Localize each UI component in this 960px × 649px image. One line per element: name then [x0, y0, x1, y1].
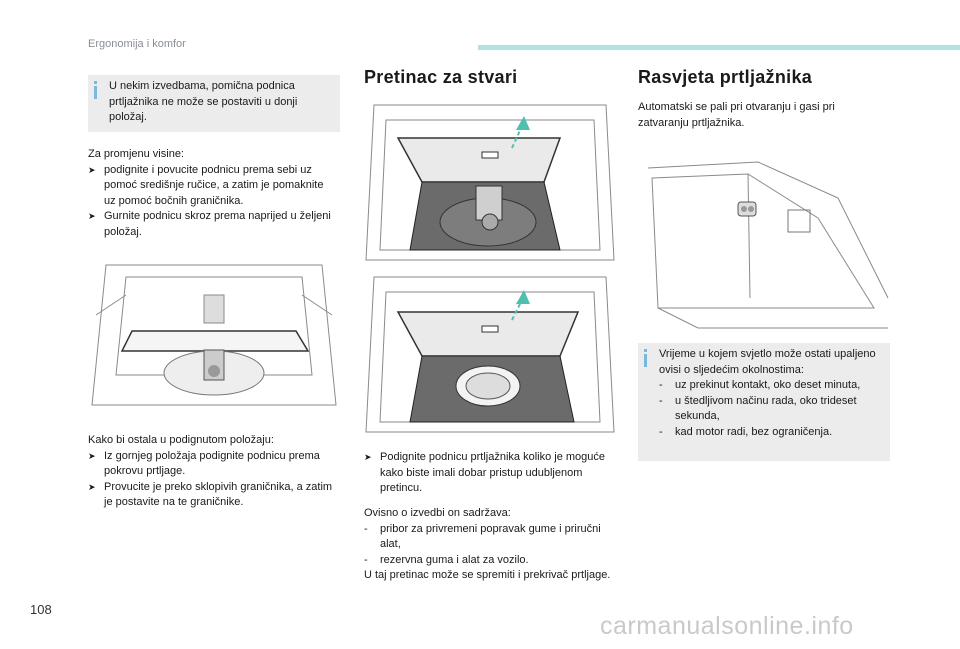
note-text: U nekim izvedbama, pomična podnica prtlj… [109, 80, 298, 123]
section-title: Ergonomija i komfor [88, 38, 186, 50]
storage-compartment-illustration-2 [364, 272, 616, 437]
lighting-title: Rasvjeta prtljažnika [638, 67, 813, 87]
storage-title: Pretinac za stvari [364, 67, 518, 87]
note-box: U nekim izvedbama, pomična podnica prtlj… [88, 75, 340, 132]
note-intro: Vrijeme u kojem svjetlo može ostati upal… [659, 348, 876, 376]
arrow-bullet-icon: ➤ [88, 481, 96, 492]
arrow-bullet-icon: ➤ [364, 452, 372, 462]
list-item: ➤ Gurnite podnicu skroz prema naprijed u… [88, 210, 331, 238]
note-box: Vrijeme u kojem svjetlo može ostati upal… [638, 343, 890, 461]
arrow-bullet-icon: ➤ [88, 164, 96, 175]
section-accent-bar [478, 45, 960, 50]
trunk-lighting-illustration [638, 158, 890, 333]
list-item: -rezervna guma i alat za vozilo. [364, 553, 529, 566]
list-item: ➤ Iz gornjeg položaja podignite podnicu … [88, 449, 320, 478]
height-intro: Za promjenu visine: [88, 148, 184, 160]
storage-compartment-illustration-1 [364, 100, 616, 265]
list-item: ➤ Provucite je preko sklopivih graničnik… [88, 480, 333, 509]
arrow-bullet-icon: ➤ [88, 450, 96, 461]
list-item: ➤ podignite i povucite podnicu prema seb… [88, 163, 324, 207]
page-number: 108 [30, 602, 52, 617]
contents-intro: Ovisno o izvedbi on sadržava: [364, 507, 511, 519]
list-item: -kad motor radi, bez ograničenja. [659, 425, 833, 438]
list-item: -pribor za privremeni popravak gume i pr… [364, 522, 601, 551]
list-item: -uz prekinut kontakt, oko deset minuta, [659, 379, 861, 391]
closing-text: U taj pretinac može se spremiti i prekri… [364, 569, 611, 581]
arrow-bullet-icon: ➤ [88, 211, 96, 221]
trunk-floor-illustration [86, 255, 342, 420]
raised-intro: Kako bi ostala u podignutom položaju: [88, 434, 274, 446]
info-note-icon [644, 349, 647, 367]
list-item: ➤ Podignite podnicu prtljažnika koliko j… [364, 451, 606, 494]
info-note-icon [94, 81, 97, 99]
lighting-intro: Automatski se pali pri otvaranju i gasi … [638, 101, 835, 129]
watermark: carmanualsonline.info [600, 612, 854, 640]
list-item: -u štedljivom načinu rada, oko trideset … [659, 394, 857, 423]
